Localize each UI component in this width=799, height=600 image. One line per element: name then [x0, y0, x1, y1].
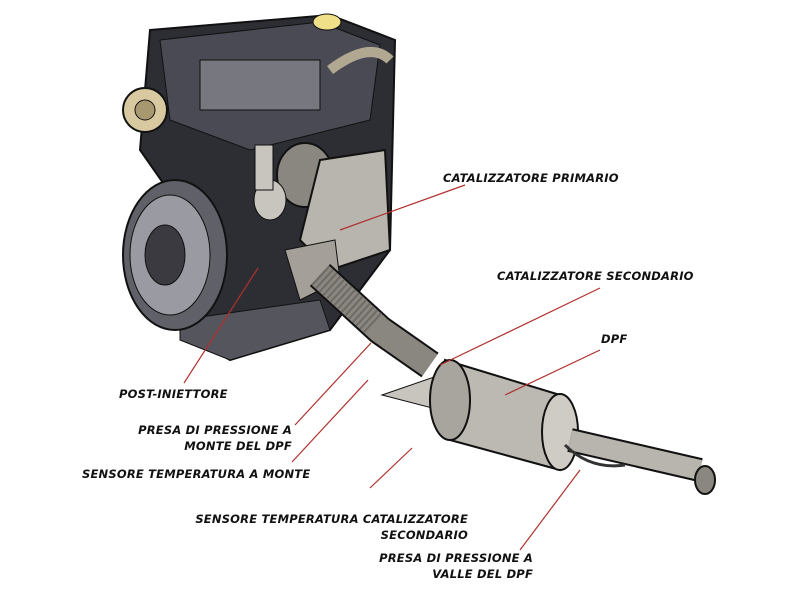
label-presa-valle-line2: VALLE DEL DPF: [432, 567, 533, 581]
label-post-iniettore: POST-INIETTORE: [119, 387, 228, 401]
label-presa-monte: PRESA DI PRESSIONE A MONTE DEL DPF: [138, 422, 292, 454]
leader-post-iniettore: [183, 267, 259, 384]
label-sensore-cat-line2: SECONDARIO: [380, 528, 468, 542]
label-dpf: DPF: [601, 332, 628, 346]
leader-lines: [183, 184, 601, 551]
label-presa-valle: PRESA DI PRESSIONE A VALLE DEL DPF: [379, 550, 533, 582]
leader-catalizzatore-secondario: [439, 287, 601, 366]
leader-catalizzatore-primario: [339, 184, 466, 231]
flywheel: [122, 179, 228, 331]
label-catalizzatore-secondario: CATALIZZATORE SECONDARIO: [497, 269, 694, 283]
exhaust-pipe: [309, 263, 439, 378]
label-presa-monte-line1: PRESA DI PRESSIONE A: [138, 423, 292, 437]
leader-sensore-monte: [291, 379, 369, 463]
dpf-canister: [380, 358, 716, 495]
leader-dpf: [504, 349, 601, 396]
leader-presa-valle: [519, 469, 581, 551]
label-catalizzatore-primario: CATALIZZATORE PRIMARIO: [443, 171, 619, 185]
label-presa-valle-line1: PRESA DI PRESSIONE A: [379, 551, 533, 565]
label-sensore-monte: SENSORE TEMPERATURA A MONTE: [82, 467, 311, 481]
label-sensore-cat-line1: SENSORE TEMPERATURA CATALIZZATORE: [195, 512, 468, 526]
label-sensore-cat: SENSORE TEMPERATURA CATALIZZATORE SECOND…: [195, 511, 468, 543]
leader-presa-monte: [294, 342, 372, 426]
leader-sensore-cat: [369, 447, 413, 489]
label-presa-monte-line2: MONTE DEL DPF: [184, 439, 292, 453]
